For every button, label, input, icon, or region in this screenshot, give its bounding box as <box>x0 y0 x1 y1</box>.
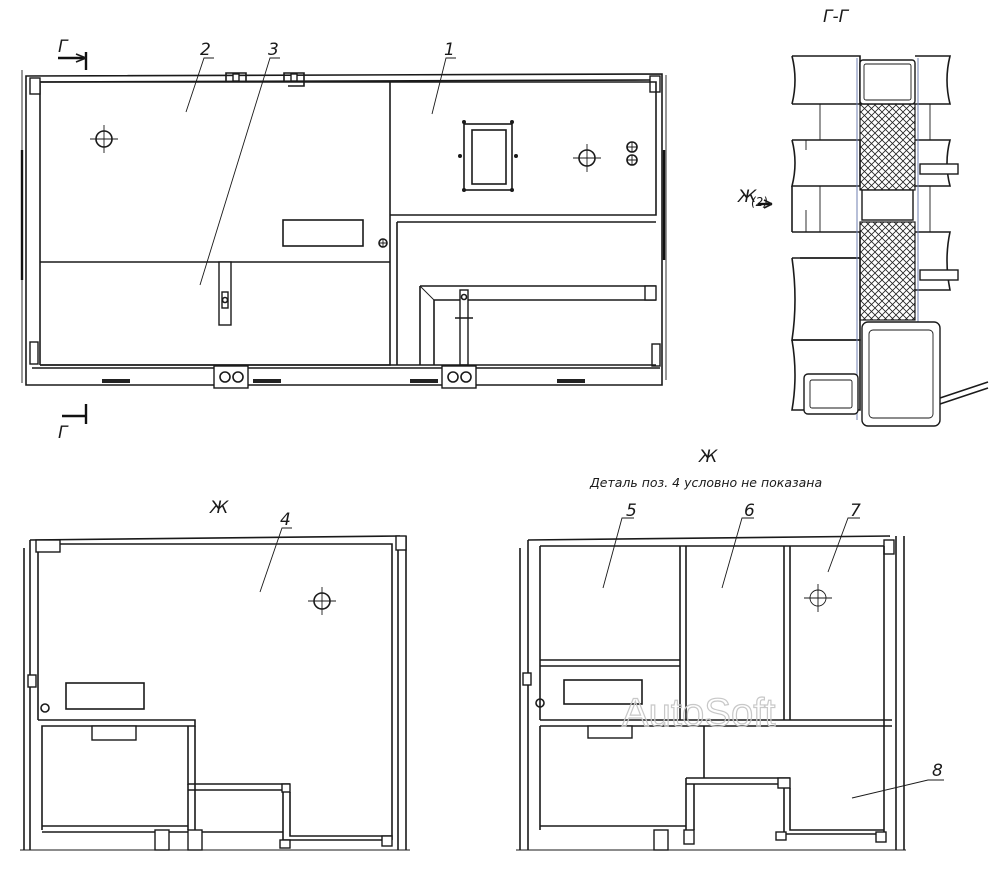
view-ref-mark: Ж <box>737 187 757 207</box>
front-view: Г Г 2 3 1 <box>20 37 667 443</box>
callout-8: 8 <box>932 761 943 781</box>
view-title-right: Ж <box>698 447 718 467</box>
callout-1: 1 <box>444 40 455 60</box>
view-ref-sheet: (2) <box>751 195 768 209</box>
section-view: Г-Г Ж <box>737 7 989 427</box>
section-title: Г-Г <box>823 7 850 27</box>
watermark: AutoSoft <box>622 691 775 735</box>
view-title-left: Ж <box>209 498 229 518</box>
callout-5: 5 <box>626 501 637 521</box>
bottom-right-view: 5 6 7 8 <box>516 501 944 851</box>
callout-3: 3 <box>268 40 279 60</box>
note-text: Деталь поз. 4 условно не показана <box>589 475 822 490</box>
callout-2: 2 <box>200 40 211 60</box>
bottom-left-view: Ж 4 <box>20 498 410 851</box>
section-mark-top: Г <box>58 37 69 57</box>
callout-6: 6 <box>744 501 755 521</box>
callout-4: 4 <box>280 510 291 530</box>
section-mark-bottom: Г <box>58 423 69 443</box>
callout-7: 7 <box>850 501 861 521</box>
